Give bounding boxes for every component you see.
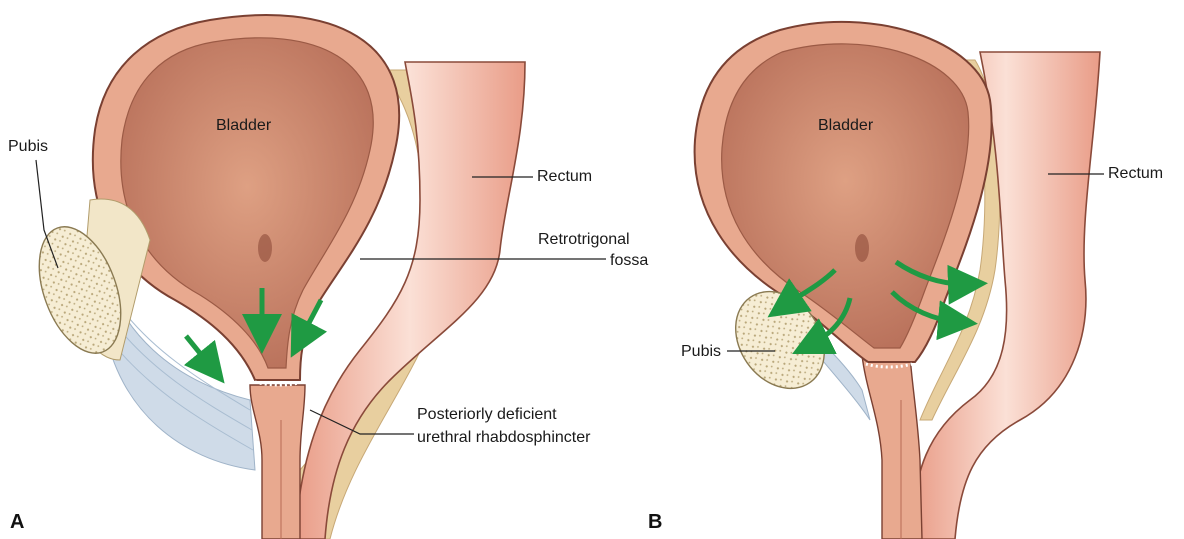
panel-b: Bladder Rectum Pubis B [648, 22, 1163, 539]
panel-a: Bladder Pubis Rectum Retrotrigonal fossa… [8, 15, 648, 539]
label-bladder: Bladder [818, 117, 874, 134]
label-rectum: Rectum [1108, 165, 1163, 182]
label-bladder: Bladder [216, 117, 272, 134]
urethra [862, 355, 922, 539]
label-pubis: Pubis [681, 343, 721, 360]
arrow-icon [186, 336, 212, 368]
urethra [250, 385, 305, 539]
panel-letter-b: B [648, 511, 662, 533]
label-fossa-line1: Retrotrigonal [538, 231, 630, 248]
panel-letter-a: A [10, 511, 24, 533]
label-sphincter-line2: urethral rhabdosphincter [417, 429, 591, 446]
bladder-lumen [121, 38, 373, 368]
label-pubis: Pubis [8, 138, 48, 155]
label-sphincter-line1: Posteriorly deficient [417, 406, 557, 423]
label-rectum: Rectum [537, 168, 592, 185]
label-fossa-line2: fossa [610, 252, 648, 269]
